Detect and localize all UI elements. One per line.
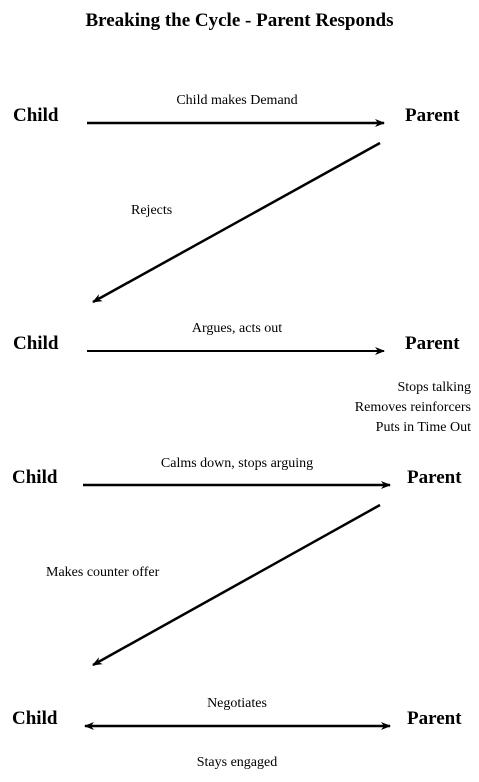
edge-label-calms: Calms down, stops arguing [160,456,314,471]
node-child: Child [13,333,59,354]
edge-label-rejects: Rejects [131,203,173,218]
node-parent: Parent [405,105,460,126]
node-child: Child [12,467,58,488]
node-child: Child [13,105,59,126]
diagram-title: Breaking the Cycle - Parent Responds [85,10,394,31]
parent-response-list: Stops talking Removes reinforcers Puts i… [355,378,471,438]
node-parent: Parent [407,467,462,488]
edge-label-argues: Argues, acts out [191,321,283,336]
parent-response-item: Stops talking [397,380,471,395]
node-parent: Parent [407,708,462,729]
edge-label-negotiates: Negotiates [207,696,267,711]
parent-response-item: Puts in Time Out [375,420,471,435]
edge-label-counter-offer: Makes counter offer [46,565,160,580]
parent-response-item: Removes reinforcers [354,400,471,415]
edge-label-demand: Child makes Demand [176,93,298,108]
node-child: Child [12,708,58,729]
node-parent: Parent [405,333,460,354]
footer-note: Stays engaged [196,755,278,770]
arrow-parent-to-child-counter-offer [92,503,381,667]
arrow-parent-to-child-rejects [92,141,381,304]
